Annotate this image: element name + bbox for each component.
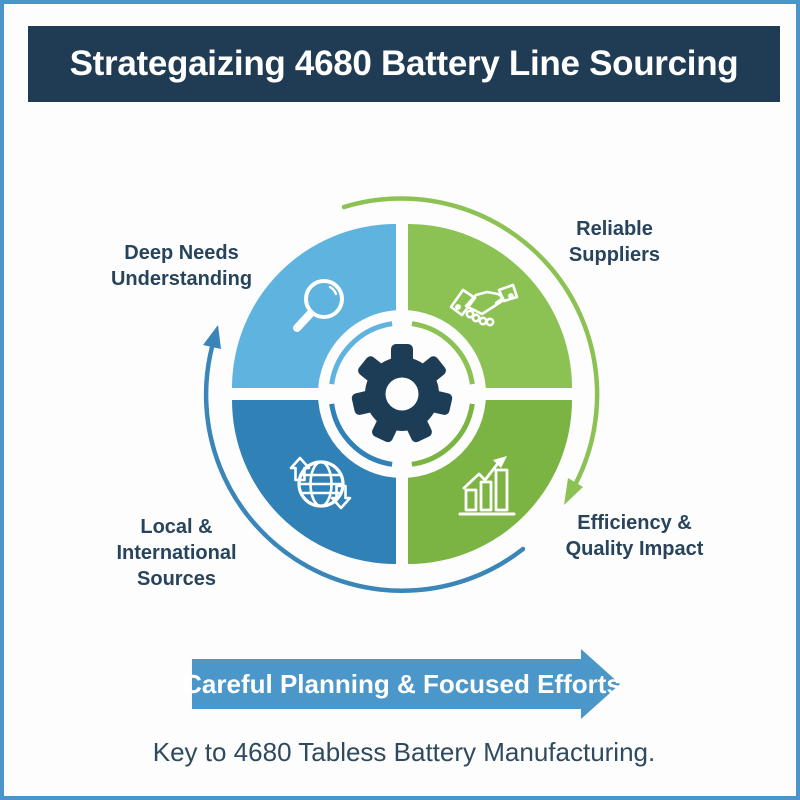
blue-arrowhead — [203, 325, 221, 349]
chart-trend-line — [462, 460, 501, 490]
label-line: International — [116, 542, 237, 564]
green-arrow-arc — [341, 196, 600, 486]
label-line: Deep Needs — [124, 242, 239, 264]
banner-arrowhead — [581, 649, 620, 719]
magnifier-handle — [293, 310, 314, 332]
label-local-international-sources: Local & International Sources — [74, 514, 279, 592]
handshake-hands — [464, 290, 504, 316]
handshake-knuckle — [471, 313, 481, 323]
handshake-knuckle — [485, 317, 495, 327]
magnifier-icon — [293, 279, 344, 332]
down-arrow — [330, 484, 352, 510]
label-line: Understanding — [110, 268, 253, 290]
hub-ring-top-right — [411, 321, 475, 385]
blue-arrow-arc — [203, 344, 526, 593]
label-line: Sources — [137, 568, 216, 590]
hub-ring-top-left — [329, 321, 393, 385]
label-line: Quality Impact — [565, 538, 704, 560]
chart-trend-arrowhead — [493, 456, 507, 468]
magnifier-highlight — [328, 285, 338, 296]
label-line: Reliable — [576, 218, 653, 240]
label-line: Local & — [140, 516, 213, 538]
sourcing-wheel-diagram — [203, 196, 600, 593]
hub-ring-bottom-left — [329, 403, 393, 467]
green-arrowhead — [564, 478, 583, 505]
header-banner: Strategaizing 4680 Battery Line Sourcing — [28, 26, 780, 102]
page-title: Strategaizing 4680 Battery Line Sourcing — [69, 44, 739, 83]
up-arrow — [289, 456, 311, 482]
label-line: Efficiency & — [577, 512, 692, 534]
banner-label: Careful Planning & Focused Efforts — [183, 668, 621, 699]
handshake-icon — [449, 283, 519, 327]
label-line: Suppliers — [568, 244, 661, 266]
label-efficiency-quality-impact: Efficiency & Quality Impact — [522, 510, 747, 562]
magnifier-lens — [304, 279, 344, 319]
handshake-cuff-button — [455, 304, 461, 310]
chart-bar — [494, 468, 509, 512]
globe-arrows-icon — [289, 456, 352, 510]
handshake-cuff-button — [508, 293, 514, 299]
label-deep-needs-understanding: Deep Needs Understanding — [79, 240, 284, 292]
gear-icon — [351, 344, 453, 443]
hub-ring-bottom-right — [411, 403, 475, 467]
footer-caption: Key to 4680 Tabless Battery Manufacturin… — [152, 737, 656, 767]
gear-hole — [385, 377, 419, 411]
chart-bar — [479, 480, 493, 512]
growth-chart-icon — [458, 456, 516, 516]
label-reliable-suppliers: Reliable Suppliers — [512, 216, 717, 268]
green-curved-arrow — [341, 196, 600, 505]
handshake-thumb-line — [494, 296, 505, 305]
blue-curved-arrow — [203, 325, 526, 593]
chart-bar — [464, 488, 478, 512]
handshake-knuckle — [465, 309, 475, 319]
bottom-arrow-banner — [192, 659, 581, 709]
